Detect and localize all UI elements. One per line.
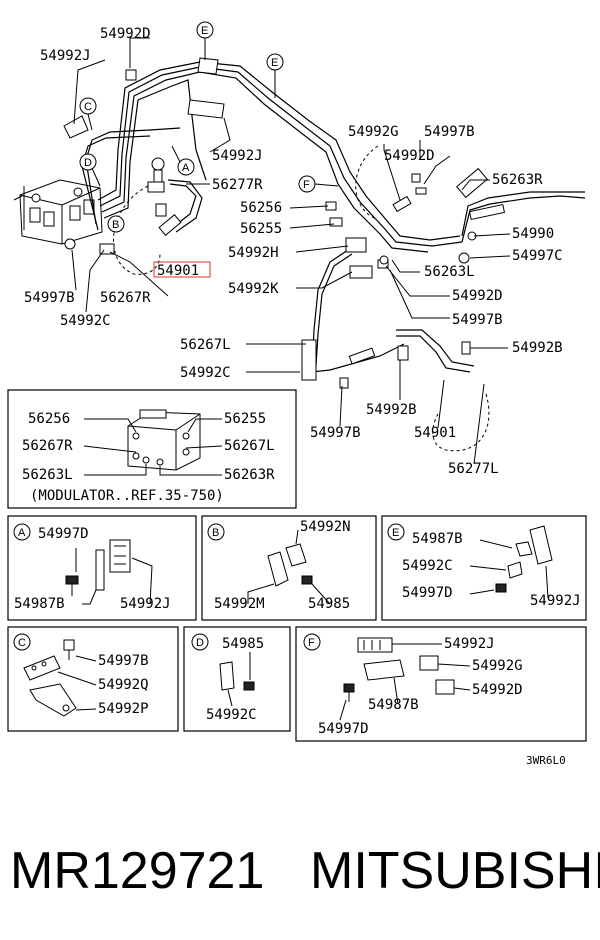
footer-brand: MITSUBISHI <box>310 842 600 900</box>
detail-c-label: 54997B <box>98 653 149 669</box>
detail-b-label: 54985 <box>308 596 350 612</box>
abs-modulator-drawing <box>13 179 103 245</box>
detail-f-label: 54992J <box>444 636 495 652</box>
leader-lines <box>71 37 511 465</box>
detail-box-f: F 54992J 54992G 54992D 54987B 54997D <box>295 626 587 742</box>
detail-box-a: A 54997D 54987B 54992J <box>7 515 197 621</box>
part-label: 54992G <box>348 124 399 140</box>
detail-a-label: 54997D <box>38 526 89 542</box>
callout-letter-A-main: A <box>182 162 190 174</box>
modulator-label: 56256 <box>28 411 70 427</box>
detail-box-e: E 54987B 54992C 54997D 54992J <box>381 515 587 621</box>
part-label: 54992J <box>212 148 263 164</box>
part-label: 56267R <box>100 290 151 306</box>
modulator-reference-note: (MODULATOR..REF.35-750) <box>30 488 224 504</box>
part-label: 56263L <box>424 264 475 280</box>
main-callouts: E E C D A B F <box>79 21 339 233</box>
detail-a-label: 54992J <box>120 596 171 612</box>
detail-f-label: 54987B <box>368 697 419 713</box>
part-label: 54992J <box>40 48 91 64</box>
detail-b-label: 54992N <box>300 519 351 535</box>
modulator-drawing <box>127 409 201 471</box>
detail-box-b: B 54992N 54992M 54985 <box>201 515 377 621</box>
part-label: 54992C <box>60 313 111 329</box>
detail-a-label: 54987B <box>14 596 65 612</box>
part-label: 56263R <box>492 172 543 188</box>
callout-letter-D-main: D <box>84 157 92 169</box>
modulator-label: 56263L <box>22 467 73 483</box>
detail-b-label: 54992M <box>214 596 265 612</box>
callout-letter-B-main: B <box>112 219 119 231</box>
detail-f-label: 54992G <box>472 658 523 674</box>
part-label: 56255 <box>240 221 282 237</box>
callout-letter-E-main: E <box>271 57 278 69</box>
detail-d-label: 54992C <box>206 707 257 723</box>
detail-f-label: 54997D <box>318 721 369 737</box>
part-label: 54992K <box>228 281 279 297</box>
detail-e-label: 54987B <box>412 531 463 547</box>
detail-c-label: 54992Q <box>98 677 149 693</box>
part-label: 54997B <box>310 425 361 441</box>
footer-part-number: MR129721 <box>10 842 264 900</box>
front-right-hose <box>456 167 586 243</box>
modulator-box: 56256 56255 56267R 56267L 56263L 56263R … <box>7 389 297 509</box>
detail-letter-b: B <box>212 527 219 539</box>
highlighted-part-label: 54901 <box>157 263 199 279</box>
part-label: 54997B <box>24 290 75 306</box>
part-label: 56256 <box>240 200 282 216</box>
part-label: 54997B <box>424 124 475 140</box>
diagram-code: 3WR6L0 <box>526 754 566 767</box>
callout-letter-C-main: C <box>84 101 92 113</box>
front-left-hose <box>147 179 203 236</box>
detail-letter-d: D <box>196 637 204 649</box>
modulator-label: 56267R <box>22 438 73 454</box>
modulator-label: 56263R <box>224 467 275 483</box>
part-label: 54997C <box>512 248 563 264</box>
part-label: 54997B <box>452 312 503 328</box>
part-label: 54992D <box>452 288 503 304</box>
main-view: E E C D A B F <box>13 21 586 477</box>
detail-c-label: 54992P <box>98 701 149 717</box>
part-label: 56277R <box>212 177 263 193</box>
modulator-label: 56255 <box>224 411 266 427</box>
part-label: 56267L <box>180 337 231 353</box>
detail-e-label: 54992J <box>530 593 581 609</box>
callout-letter-E-top: E <box>201 25 208 37</box>
detail-d-label: 54985 <box>222 636 264 652</box>
detail-letter-e: E <box>392 527 399 539</box>
detail-f-label: 54992D <box>472 682 523 698</box>
part-label: 54992D <box>100 26 151 42</box>
detail-letter-a: A <box>18 527 26 539</box>
detail-e-label: 54997D <box>402 585 453 601</box>
modulator-label: 56267L <box>224 438 275 454</box>
detail-letter-f: F <box>308 637 315 649</box>
part-label: 54992B <box>512 340 563 356</box>
detail-e-label: 54992C <box>402 558 453 574</box>
part-label: 54992C <box>180 365 231 381</box>
highlighted-part-54901[interactable]: 54901 <box>153 261 211 279</box>
detail-letter-c: C <box>18 637 26 649</box>
part-label: 54992H <box>228 245 279 261</box>
clips <box>63 57 471 389</box>
part-label: 54901 <box>414 425 456 441</box>
callout-letter-F-main: F <box>303 179 310 191</box>
detail-box-d: D 54985 54992C <box>183 626 291 732</box>
rear-brake-line <box>301 249 475 381</box>
part-label: 54990 <box>512 226 554 242</box>
part-label: 56277L <box>448 461 499 477</box>
part-label: 54992D <box>384 148 435 164</box>
detail-box-c: C 54997B 54992Q 54992P <box>7 626 179 732</box>
part-label: 54992B <box>366 402 417 418</box>
